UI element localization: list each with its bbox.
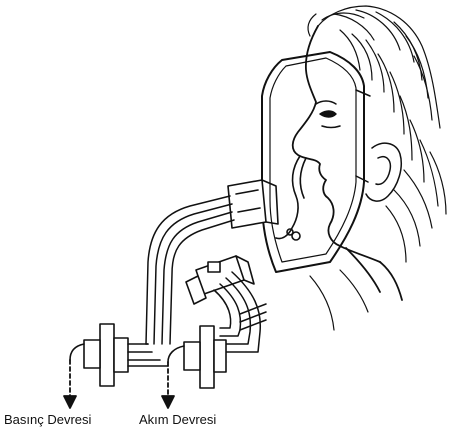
flow-valve	[168, 326, 226, 388]
hair	[308, 6, 446, 262]
flow-circuit-label: Akım Devresi	[139, 412, 216, 427]
pressure-valve	[70, 324, 168, 386]
eye	[316, 101, 340, 128]
pressure-circuit-label: Basınç Devresi	[4, 412, 91, 427]
pressure-arrow	[64, 360, 76, 408]
nasal-probe	[276, 156, 306, 240]
shoulder	[310, 270, 368, 330]
flow-arrow	[162, 362, 174, 408]
